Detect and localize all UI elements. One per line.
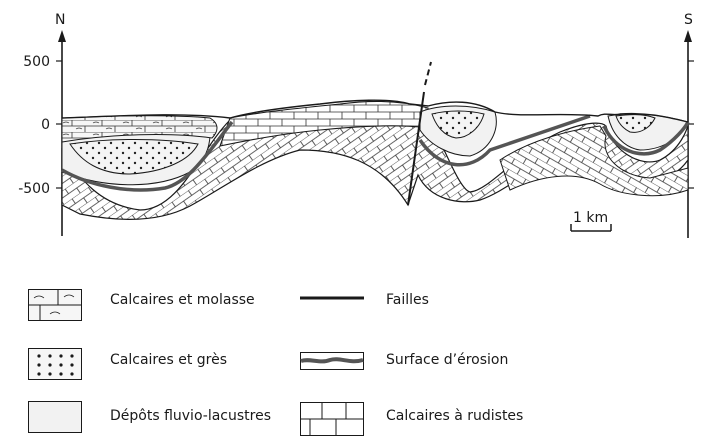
scale-label: 1 km <box>573 210 608 226</box>
legend-symbol-depots-fluvio-lacustres <box>28 401 82 433</box>
calcaires-gres-south <box>615 114 656 133</box>
topographic-surface <box>61 99 689 123</box>
erosion-surface-south <box>602 121 690 156</box>
legend-label-depots-fluvio-lacustres: Dépôts fluvio-lacustres <box>110 408 271 424</box>
geological-cross-section: N 500 0 -500 S 1 km <box>18 12 694 238</box>
erosion-surface-north <box>61 120 234 192</box>
south-label: S <box>684 12 693 28</box>
calcaires-gres-middle <box>431 110 485 139</box>
legend-label-failles: Failles <box>386 292 429 308</box>
legend-label-calcaires-rudistes: Calcaires à rudistes <box>386 408 524 424</box>
legend-symbol-failles <box>300 296 364 300</box>
fault-line <box>407 61 432 206</box>
legend-symbol-calcaires-rudistes <box>300 402 364 436</box>
scale-bar <box>570 224 612 232</box>
legend-label-calcaires-molasse: Calcaires et molasse <box>110 292 255 308</box>
legend-label-surface-erosion: Surface d’érosion <box>386 352 509 368</box>
legend-label-calcaires-gres: Calcaires et grès <box>110 352 228 368</box>
tick-label-minus-500: -500 <box>18 181 50 197</box>
tick-label-500: 500 <box>23 54 50 70</box>
north-label: N <box>55 12 65 28</box>
erosion-surface-middle <box>418 114 591 167</box>
calcaires-rudistes-south-band <box>499 125 689 197</box>
legend-symbol-calcaires-molasse <box>28 289 82 321</box>
legend-symbol-surface-erosion <box>300 352 364 370</box>
calcaires-gres-north <box>69 139 199 175</box>
tick-label-0: 0 <box>41 117 50 133</box>
legend-symbol-calcaires-gres <box>28 348 82 380</box>
